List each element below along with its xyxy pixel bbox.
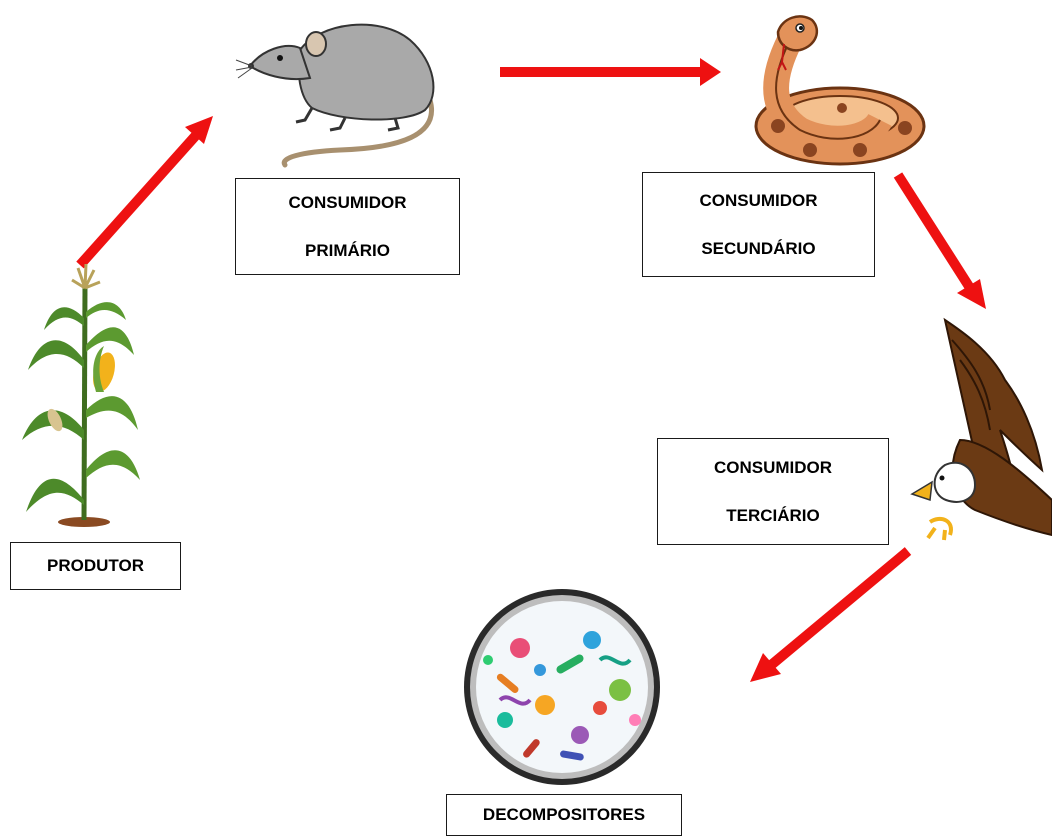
consumidor-terciario-label-line-2: TERCIÁRIO	[726, 505, 820, 525]
decompositores-label: DECOMPOSITORES	[446, 794, 682, 836]
decompositores-label-line-1: DECOMPOSITORES	[482, 805, 646, 824]
arrow-produtor-to-primario	[76, 116, 213, 269]
arrow-secundario-to-terciario	[893, 172, 986, 309]
consumidor-terciario-label-line-1: CONSUMIDOR	[713, 457, 833, 477]
corn-plant-icon	[22, 263, 140, 527]
produtor-label-line-1: PRODUTOR	[47, 556, 144, 575]
consumidor-secundario-label: CONSUMIDOR SECUNDÁRIO	[642, 172, 875, 277]
arrows	[76, 58, 986, 682]
rat-icon	[235, 23, 435, 168]
snake-icon	[754, 15, 926, 166]
eagle-icon	[910, 317, 1052, 541]
consumidor-primario-label-line-2: PRIMÁRIO	[305, 240, 390, 260]
microbes-petri-dish-icon	[464, 589, 660, 785]
produtor-label: PRODUTOR	[10, 542, 181, 590]
consumidor-primario-label-line-1: CONSUMIDOR	[288, 192, 407, 212]
consumidor-terciario-label: CONSUMIDOR TERCIÁRIO	[657, 438, 889, 545]
arrow-terciario-to-decompositores	[750, 547, 912, 682]
arrow-primario-to-secundario	[500, 58, 721, 86]
consumidor-primario-label: CONSUMIDOR PRIMÁRIO	[235, 178, 460, 275]
consumidor-secundario-label-line-2: SECUNDÁRIO	[701, 238, 816, 258]
consumidor-secundario-label-line-1: CONSUMIDOR	[699, 190, 818, 210]
